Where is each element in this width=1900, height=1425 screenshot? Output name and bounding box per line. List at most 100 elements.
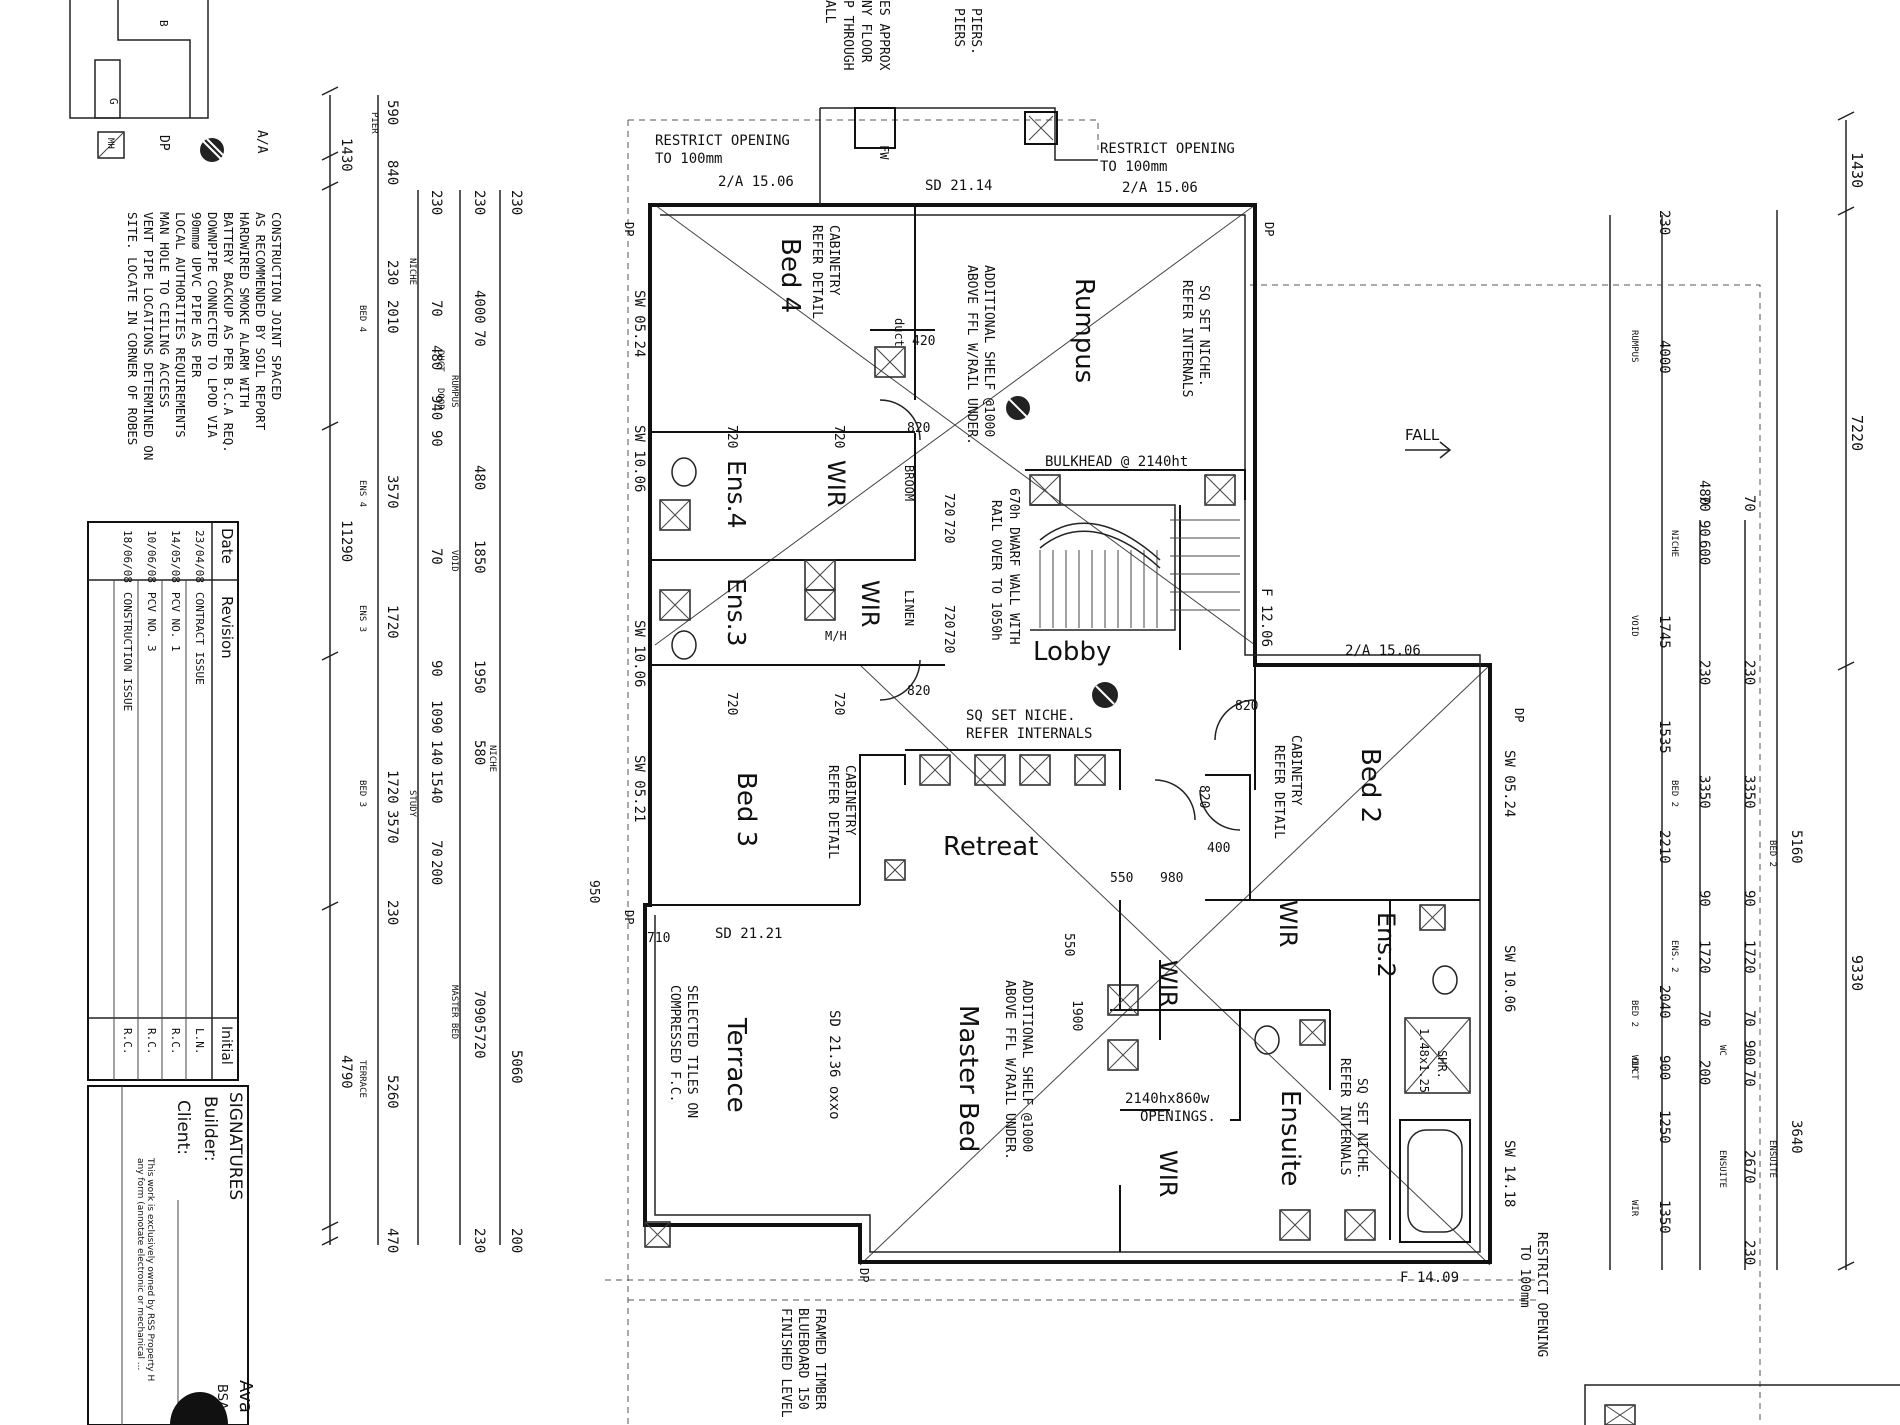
- note-line: SITE. LOCATE IN CORNER OF ROBES: [125, 212, 140, 445]
- dp-label-d: DP: [622, 910, 636, 924]
- openings-2: OPENINGS.: [1140, 1109, 1216, 1125]
- corner-detail: [1584, 1384, 1900, 1425]
- left-dimension: 480: [428, 345, 444, 370]
- left-dimension: 4000: [471, 290, 487, 324]
- door-dimension: 950: [586, 880, 601, 903]
- sq-niche-rumpus-2: REFER INTERNALS: [1179, 280, 1194, 397]
- piers-2: PIERS: [951, 8, 966, 47]
- left-dimension: 90: [428, 430, 444, 447]
- sq-niche-ensuite-1: SQ SET NICHE.: [1354, 1078, 1369, 1180]
- revision-desc: PCV NO. 1: [169, 592, 182, 652]
- left-dimension-note: STUDY: [407, 790, 417, 818]
- left-dimension-note: ENS 3: [357, 605, 367, 632]
- door-dimension: 550: [1061, 933, 1076, 956]
- left-dimension: 1430: [338, 138, 354, 172]
- left-dimension: 580: [471, 740, 487, 765]
- right-dimension: 2670: [1741, 1150, 1757, 1184]
- right-dimension: 7220: [1848, 415, 1866, 451]
- framed-2: BLUEBOARD 150: [795, 1308, 810, 1410]
- door-dimension: 980: [1160, 871, 1183, 886]
- left-dimension: 5260: [384, 1075, 400, 1109]
- cabinetry-bed2-2: REFER DETAIL: [1271, 745, 1286, 839]
- room-wir-a: WIR: [822, 460, 850, 507]
- top-fragment-2: NY FLOOR: [858, 0, 873, 63]
- shr-label: SHR.: [1435, 1050, 1449, 1079]
- door-dimension: 420: [912, 334, 935, 349]
- note-line: VENT PIPE LOCATIONS DETERMINED ON: [141, 212, 156, 460]
- left-dimension: 4790: [338, 1055, 354, 1089]
- left-dimension: 480: [471, 465, 487, 490]
- right-dimension: 900: [1656, 1055, 1672, 1080]
- framed-3: FINISHED LEVEL: [778, 1308, 793, 1418]
- f-1206: F 12.06: [1258, 588, 1274, 647]
- right-dimension: 200: [1696, 1060, 1712, 1085]
- tiles-2: COMPRESSED F.C.: [667, 985, 682, 1102]
- revision-header-date: Date: [218, 528, 236, 564]
- sq-niche-lobby-1: SQ SET NICHE.: [966, 708, 1076, 724]
- signatures-block: SIGNATURES Builder: Client: This work is…: [87, 1085, 256, 1425]
- left-dimension: 7090: [471, 990, 487, 1024]
- right-dimension: 3350: [1741, 775, 1757, 809]
- room-wir-c: WIR: [1274, 900, 1302, 947]
- right-dimension: 3350: [1696, 775, 1712, 809]
- room-master-bed: Master Bed: [953, 1005, 983, 1152]
- room-ens3: Ens.3: [722, 578, 751, 647]
- left-dimension: 5720: [471, 1025, 487, 1059]
- sw-1006-a: SW 10.06: [631, 425, 647, 492]
- room-ens4: Ens.4: [722, 460, 751, 529]
- room-ens2: Ens.2: [1372, 912, 1400, 978]
- left-dimension-note: ENS 4: [357, 480, 367, 507]
- copyright-line-2: any form (annotate electronic or mechani…: [135, 1158, 145, 1370]
- door-dimension: 550: [1110, 871, 1133, 886]
- logo-mark: [170, 1392, 228, 1425]
- room-wir-b: WIR: [856, 580, 884, 627]
- right-dimension: 4000: [1656, 340, 1672, 374]
- right-dimension-note: RUMPUS: [1629, 330, 1639, 363]
- left-dimension: 230: [471, 190, 487, 215]
- building-walls: [605, 107, 1761, 1425]
- left-dimension: 230: [428, 190, 444, 215]
- note-line: 90mmø UPVC PIPE AS PER: [189, 212, 204, 378]
- sd-terrace: SD 21.21: [715, 926, 782, 942]
- right-dimension: 9330: [1848, 955, 1866, 991]
- note-line: BATTERY BACKUP AS PER B.C.A REQ.: [221, 212, 236, 453]
- bulkhead: BULKHEAD @ 2140ht: [1045, 454, 1188, 470]
- revision-date: 18/06/08: [121, 530, 134, 583]
- restrict-opening-left: RESTRICT OPENING: [655, 133, 790, 149]
- copyright-line-1: This work is exclusively owned by RSS Pr…: [145, 1157, 155, 1381]
- door-dimension: 820: [907, 421, 930, 436]
- left-dimension: 3570: [384, 475, 400, 509]
- top-fragment-1: ES APPROX: [876, 0, 891, 71]
- restrict-opening-right: RESTRICT OPENING: [1100, 141, 1235, 157]
- shelf-mb-1: ADDITIONAL SHELF @1000: [1019, 980, 1034, 1152]
- duct-label: duct: [892, 318, 906, 347]
- door-dimension: 720: [941, 493, 956, 516]
- dp-label-e: DP: [857, 1268, 871, 1282]
- legend: MH DP A/A: [97, 130, 269, 162]
- right-dimension: 230: [1696, 660, 1712, 685]
- door-dimension: 720: [831, 692, 846, 715]
- right-dimension-note: ENSUITE: [1717, 1150, 1727, 1188]
- right-dimension: 1250: [1656, 1110, 1672, 1144]
- sq-niche-lobby-2: REFER INTERNALS: [966, 726, 1092, 742]
- right-dimension: 2040: [1656, 985, 1672, 1019]
- left-dimension-note: NICHE: [407, 258, 417, 285]
- room-lobby: Lobby: [1033, 637, 1111, 667]
- right-dimension: 1350: [1656, 1200, 1672, 1234]
- broom-label: BROOM: [902, 465, 916, 501]
- room-ensuite: Ensuite: [1275, 1090, 1305, 1186]
- right-dimension: 3640: [1788, 1120, 1804, 1154]
- cabinetry-bed4-2: REFER DETAIL: [809, 225, 824, 319]
- door-dimension: 400: [1207, 841, 1230, 856]
- door-dimension: 720: [941, 605, 956, 628]
- right-dimension: 70: [1696, 1010, 1712, 1027]
- revision-date: 14/05/08: [169, 530, 182, 583]
- right-dimension: 480: [1696, 480, 1712, 505]
- legend-mh-label: MH: [105, 138, 115, 149]
- svg-text:B: B: [157, 20, 170, 27]
- note-line: AS RECOMMENDED BY SOIL REPORT: [253, 212, 268, 431]
- piers-1: PIERS.: [968, 8, 983, 55]
- left-dimension-note: BED 3: [357, 780, 367, 807]
- restrict-bottom-2: TO 100mm: [1517, 1245, 1532, 1308]
